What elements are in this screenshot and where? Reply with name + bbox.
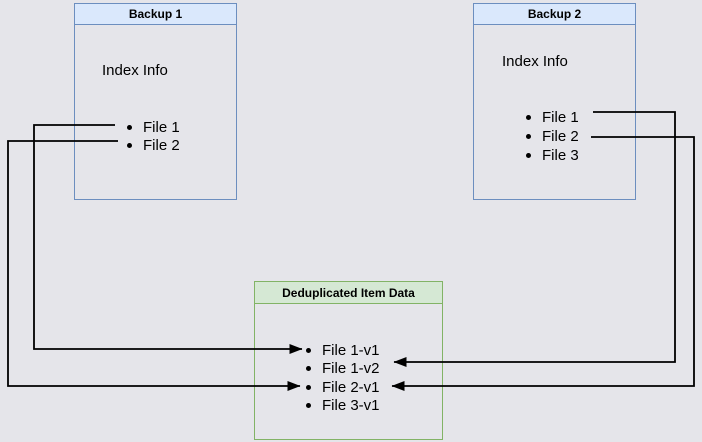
list-item: File 2 [127,136,180,154]
backup2-box: Backup 2 Index Info File 1 File 2 File 3 [473,3,636,200]
list-item: File 1-v2 [306,359,380,377]
list-item-label: File 2 [542,127,579,145]
list-item-label: File 1-v1 [322,341,380,359]
list-item-label: File 1-v2 [322,359,380,377]
bullet-icon [306,384,311,390]
bullet-icon [526,152,531,158]
bullet-icon [526,114,531,120]
backup1-index-info-label: Index Info [102,62,168,79]
bullet-icon [127,142,132,148]
deduplicated-item-data-title: Deduplicated Item Data [255,282,442,304]
list-item-label: File 2 [143,136,180,154]
list-item-label: File 1 [143,118,180,136]
list-item-label: File 2-v1 [322,378,380,396]
backup2-index-info-label: Index Info [502,53,568,70]
list-item: File 3 [526,146,579,164]
deduplicated-item-data-box: Deduplicated Item Data File 1-v1 File 1-… [254,281,443,440]
list-item: File 3-v1 [306,396,380,414]
list-item-label: File 1 [542,108,579,126]
bullet-icon [306,347,311,353]
backup1-title: Backup 1 [75,4,236,25]
list-item: File 1 [127,118,180,136]
list-item: File 2 [526,127,579,145]
bullet-icon [526,133,531,139]
backup1-box: Backup 1 Index Info File 1 File 2 [74,3,237,200]
list-item: File 1-v1 [306,341,380,359]
bullet-icon [306,365,311,371]
list-item: File 2-v1 [306,378,380,396]
bullet-icon [306,402,311,408]
list-item-label: File 3-v1 [322,396,380,414]
list-item-label: File 3 [542,146,579,164]
backup2-title: Backup 2 [474,4,635,25]
bullet-icon [127,124,132,130]
list-item: File 1 [526,108,579,126]
